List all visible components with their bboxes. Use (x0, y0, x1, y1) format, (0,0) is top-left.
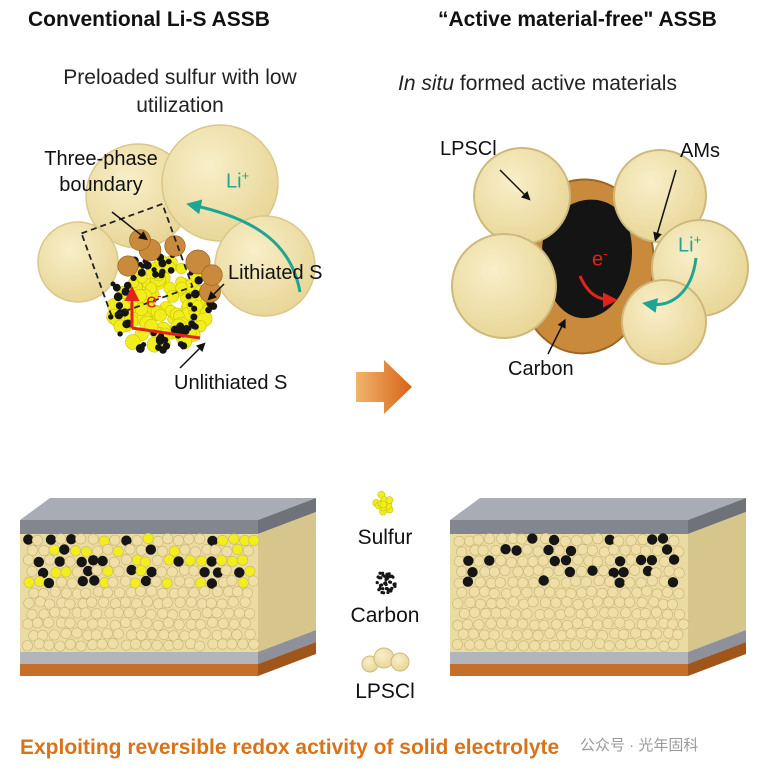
left-subtitle-line1: Preloaded sulfur with low (63, 66, 297, 89)
label-ams: AMs (680, 140, 720, 162)
left-cluster (37, 124, 316, 369)
label-three-phase-line1: Three-phase (44, 148, 158, 170)
right-electron-label: e- (592, 246, 608, 271)
label-lithiated-s: Lithiated S (228, 262, 323, 284)
legend-lpscl-icon (361, 647, 410, 673)
left-title: Conventional Li-S ASSB (28, 8, 270, 31)
left-subtitle-line2: utilization (136, 94, 224, 117)
label-lpscl: LPSCl (440, 138, 497, 160)
label-carbon: Carbon (508, 358, 574, 380)
legend-lpscl-label: LPSCl (355, 680, 415, 703)
left-electron-label: e- (146, 288, 162, 313)
legend-sulfur-label: Sulfur (357, 526, 413, 549)
left-li-ion-label: Li+ (226, 168, 250, 193)
right-title: “Active material-free" ASSB (438, 8, 717, 31)
watermark-text: 公众号 · 光年固科 (580, 737, 699, 754)
legend-sulfur-icon (372, 490, 394, 516)
right-electrode-block (450, 498, 746, 676)
transition-arrow (356, 360, 412, 414)
sulfur-agglomerate (106, 229, 223, 354)
legend-carbon-icon (375, 571, 397, 595)
right-subtitle: In situ formed active materials (398, 72, 677, 95)
right-cluster (451, 147, 749, 365)
label-three-phase-line2: boundary (59, 174, 143, 196)
footer-caption: Exploiting reversible redox activity of … (20, 736, 560, 759)
right-li-ion-label: Li+ (678, 232, 702, 257)
label-unlithiated-s: Unlithiated S (174, 372, 288, 394)
legend-carbon-label: Carbon (350, 604, 420, 627)
left-electrode-block (20, 498, 316, 676)
